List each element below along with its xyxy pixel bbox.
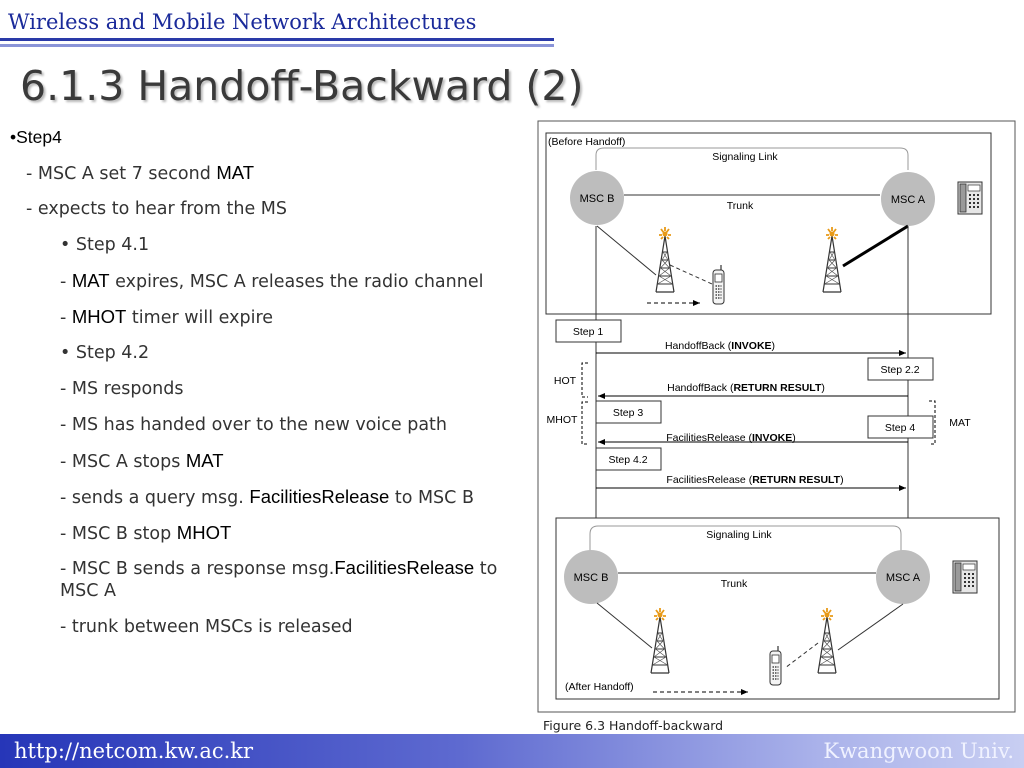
desk-phone-icon-bottom (952, 560, 978, 594)
step-4-2-box (595, 447, 662, 471)
before-handoff-label: (Before Handoff) (548, 136, 625, 148)
bullet-step42: • Step 4.2 (60, 343, 150, 363)
msc-b-node-top (570, 171, 624, 225)
trunk-label-top: Trunk (727, 200, 754, 212)
bullet-text: to MSC A (60, 559, 498, 601)
bullet-text: timer will expire (126, 308, 274, 328)
bullet-trunk-released: - trunk between MSCs is released (60, 617, 353, 637)
bullet-text: - (60, 272, 72, 292)
bullet-highlight: MAT (71, 270, 110, 291)
bullet-ms-responds: - MS responds (60, 379, 184, 399)
mat-timer-label: MAT (949, 417, 971, 429)
msg-handoffback-invoke-label: HandoffBack (INVOKE) (665, 340, 775, 352)
signaling-link-label-top: Signaling Link (712, 151, 778, 163)
trunk-label-bottom: Trunk (721, 578, 748, 590)
bullet-msc-b-stop-mhot: - MSC B stop MHOT (60, 522, 231, 545)
bullet-highlight: FacilitiesRelease (249, 486, 390, 507)
footer-university: Kwangwoon Univ. (823, 739, 1014, 763)
bullet-ms-handed-over: - MS has handed over to the new voice pa… (60, 415, 447, 435)
step-3-label: Step 3 (613, 407, 644, 419)
bullet-highlight: MAT (216, 162, 255, 183)
msg-handoffback-return-label: HandoffBack (RETURN RESULT) (667, 382, 825, 394)
mobile-phone-icon-bottom (769, 645, 782, 686)
bullet-step41: • Step 4.1 (60, 235, 150, 255)
course-title: Wireless and Mobile Network Architecture… (8, 10, 477, 34)
cell-tower-icon-top-left (655, 226, 675, 293)
link-msca-tower-top (842, 224, 909, 268)
msg-facilitiesrelease-return-label: FacilitiesRelease (RETURN RESULT) (666, 474, 843, 486)
figure-border (537, 120, 1016, 713)
signaling-link-top (595, 147, 909, 170)
header-rule-light (0, 44, 554, 47)
step-4-label: Step 4 (885, 422, 916, 434)
cell-tower-icon-bottom-right (817, 607, 837, 674)
bullet-text: - sends a query msg. (60, 488, 250, 508)
msc-a-label-bottom: MSC A (886, 572, 921, 584)
msc-b-label-top: MSC B (580, 193, 615, 205)
mat-timer-bracket (929, 400, 936, 445)
signaling-link-bottom (589, 525, 902, 552)
bullet-text: - MSC A set 7 second (26, 164, 217, 184)
link-mscb-tower-bottom (596, 602, 653, 649)
step-1-box (555, 319, 622, 343)
header-rule-dark (0, 38, 554, 41)
msc-b-label-bottom: MSC B (574, 572, 609, 584)
bullet-msc-a-stops-mat: - MSC A stops MAT (60, 450, 224, 473)
step-1-label: Step 1 (573, 326, 604, 338)
msc-a-node-bottom (876, 550, 930, 604)
bullet-text: - (60, 308, 72, 328)
footer-bar: http://netcom.kw.ac.kr Kwangwoon Univ. (0, 734, 1024, 768)
bullet-text: to MSC B (389, 488, 474, 508)
mhot-timer-label: MHOT (547, 414, 578, 426)
before-handoff-box (545, 132, 992, 315)
msg-facilitiesrelease-invoke-label: FacilitiesRelease (INVOKE) (666, 432, 796, 444)
bullet-text: - MSC B stop (60, 524, 177, 544)
bullet-highlight: MHOT (71, 306, 127, 327)
cell-tower-icon-bottom-left (650, 607, 670, 674)
msc-a-node-top (881, 172, 935, 226)
bullet-text: - MSC A stops (60, 452, 186, 472)
step-4-box (867, 415, 934, 439)
bullet-highlight: FacilitiesRelease (334, 557, 475, 578)
bullet-msc-a-set-mat: - MSC A set 7 second MAT (26, 162, 254, 185)
signaling-link-label-bottom: Signaling Link (706, 529, 772, 541)
bullet-sends-query: - sends a query msg. FacilitiesRelease t… (60, 486, 474, 509)
footer-url-link[interactable]: http://netcom.kw.ac.kr (14, 739, 254, 763)
msc-b-node-bottom (564, 550, 618, 604)
bullet-text: expires, MSC A releases the radio channe… (109, 272, 484, 292)
mhot-timer-bracket (581, 401, 588, 445)
link-msca-tower-bottom (837, 603, 904, 651)
bullet-text: - MSC B sends a response msg. (60, 559, 335, 579)
bullet-expects: - expects to hear from the MS (26, 199, 287, 219)
hot-timer-bracket (581, 362, 588, 398)
after-handoff-box (555, 517, 1000, 700)
step-3-box (595, 400, 662, 424)
slide-title: 6.1.3 Handoff-Backward (2) (20, 62, 584, 110)
bullet-highlight: MAT (185, 450, 224, 471)
bullet-mat-expires: - MAT expires, MSC A releases the radio … (60, 270, 483, 293)
radio-link-bottom (784, 642, 819, 669)
step-4-2-label: Step 4.2 (608, 454, 647, 466)
cell-tower-icon-top-right (822, 226, 842, 293)
after-handoff-label: (After Handoff) (565, 681, 634, 693)
msc-a-label-top: MSC A (891, 194, 926, 206)
bullet-highlight: MHOT (176, 522, 232, 543)
link-mscb-tower-top (596, 225, 657, 276)
step-2-2-label: Step 2.2 (880, 364, 919, 376)
radio-link-top (669, 264, 713, 285)
bullet-msc-b-response: - MSC B sends a response msg.FacilitiesR… (60, 557, 530, 602)
figure-caption: Figure 6.3 Handoff-backward (543, 718, 724, 733)
bullet-mhot-expire: - MHOT timer will expire (60, 306, 273, 329)
mobile-phone-icon-top (712, 264, 725, 305)
bullet-step4: •Step4 (10, 127, 62, 147)
step-2-2-box (867, 357, 934, 381)
hot-timer-label: HOT (554, 375, 577, 387)
desk-phone-icon-top (957, 181, 983, 215)
